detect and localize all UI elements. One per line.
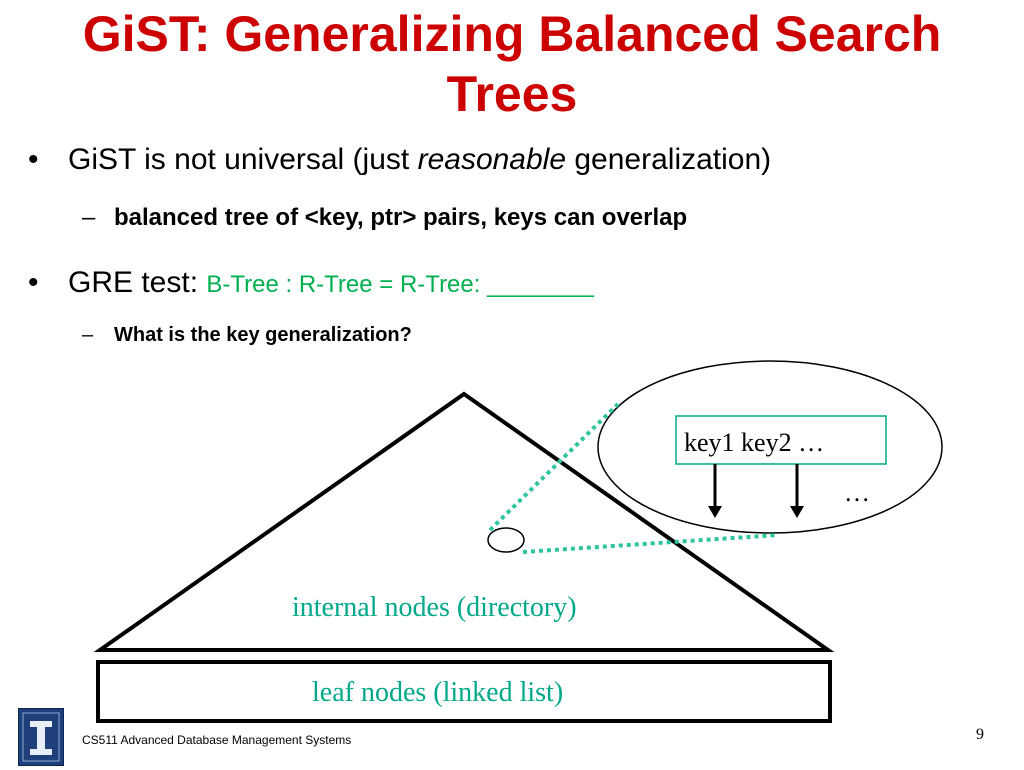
internal-nodes-label: internal nodes (directory) — [292, 592, 577, 623]
bullet-2-analogy: B-Tree : R-Tree = R-Tree: ________ — [206, 271, 594, 298]
node-more-ellipsis: … — [844, 478, 870, 507]
sub-bullet-1-text: balanced tree of <key, ptr> pairs, keys … — [114, 204, 688, 231]
bullet-2-pre: GRE test: — [68, 266, 207, 299]
zoom-line-bottom — [522, 533, 779, 554]
key2-arrowhead-icon — [790, 506, 804, 518]
logo-i-icon — [22, 712, 60, 762]
tree-triangle — [93, 391, 835, 652]
bullet-dot-icon: • — [28, 266, 39, 299]
page-number: 9 — [976, 726, 984, 743]
leaf-nodes-label: leaf nodes (linked list) — [312, 677, 564, 708]
node-key-box — [675, 415, 887, 465]
dash-icon: – — [82, 324, 94, 346]
node-ellipse — [597, 360, 943, 534]
sub-bullet-2-text: What is the key generalization? — [114, 324, 412, 346]
slide-title-line-2: Trees — [446, 66, 578, 122]
bullet-1-pre: GiST is not universal (just — [68, 143, 418, 176]
slide-title-line-1: GiST: Generalizing Balanced Search — [82, 6, 942, 62]
bullet-1-emphasis: reasonable — [417, 143, 567, 176]
bullet-1-post: generalization) — [566, 143, 772, 176]
dash-icon: – — [82, 204, 96, 231]
university-logo — [18, 708, 64, 766]
zoom-circle — [487, 527, 525, 553]
slide-title: GiST: Generalizing Balanced Search Trees — [0, 4, 1024, 124]
key1-arrowhead-icon — [708, 506, 722, 518]
node-keys: key1 key2 … — [684, 428, 825, 457]
bullet-1-text: GiST is not universal (just reasonable g… — [68, 143, 771, 177]
leaf-nodes-box — [96, 660, 832, 723]
bullet-dot-icon: • — [28, 143, 39, 176]
zoom-line-top — [488, 402, 620, 532]
bullet-2-text: GRE test: B-Tree : R-Tree = R-Tree: ____… — [68, 266, 594, 300]
course-footer: CS511 Advanced Database Management Syste… — [82, 733, 352, 747]
